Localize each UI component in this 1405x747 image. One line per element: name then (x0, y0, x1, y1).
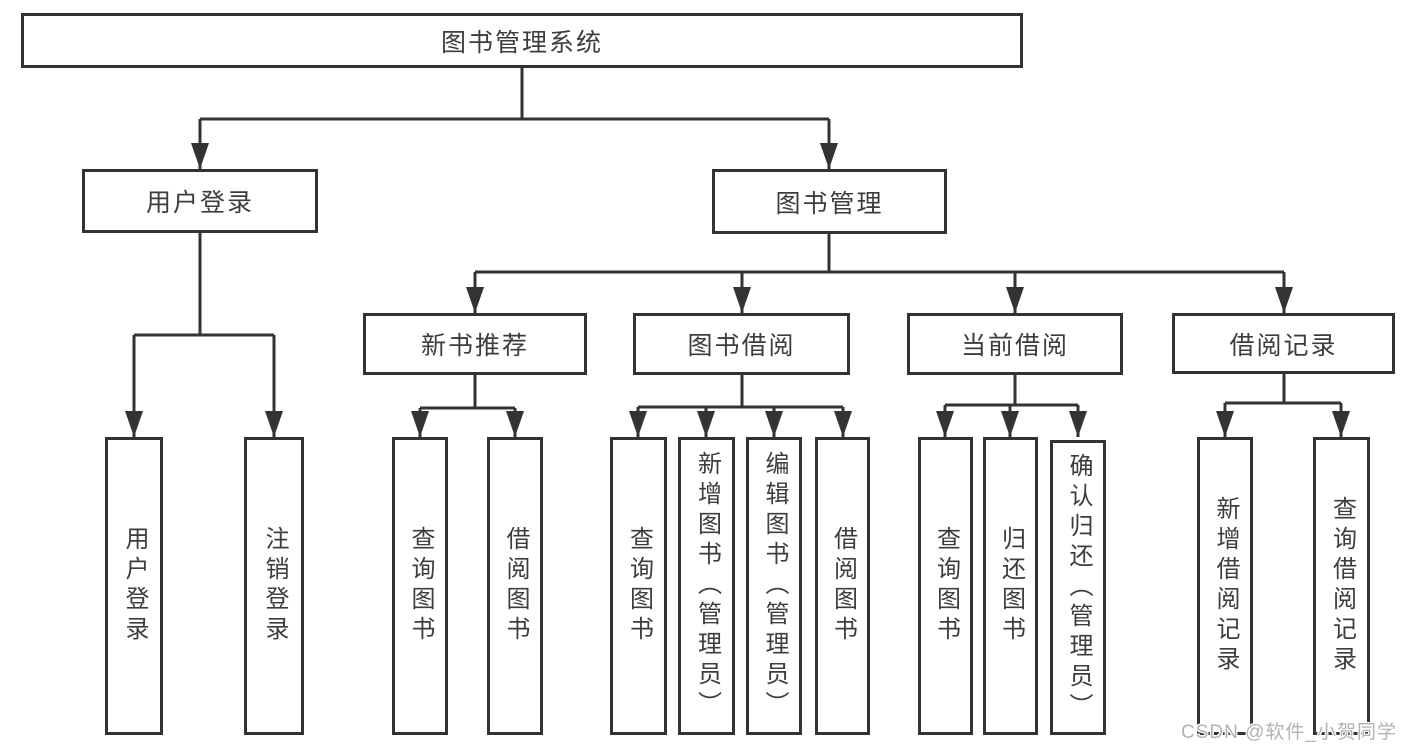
node-label: 归还图书 (997, 526, 1025, 646)
arrow-down-icon (629, 411, 647, 437)
node-label: 图书管理系统 (440, 28, 603, 57)
node-current-borrow: 当前借阅 (907, 313, 1123, 375)
leaf-add-book-admin: 新增图书（管理员） (678, 437, 735, 735)
node-label: 新书推荐 (420, 332, 529, 360)
arrow-down-icon (936, 411, 954, 437)
node-label: 图书借阅 (687, 332, 796, 360)
node-label: 查询图书 (625, 526, 653, 646)
node-label: 新增图书（管理员） (693, 451, 721, 721)
node-borrow-records: 借阅记录 (1172, 313, 1395, 374)
arrow-down-icon (466, 287, 484, 313)
node-label: 确认归还（管理员） (1065, 452, 1092, 723)
watermark: CSDN @软件_小贺同学 (1181, 722, 1397, 743)
arrow-down-icon (1332, 411, 1350, 437)
arrow-down-icon (1069, 411, 1087, 437)
leaf-borrow-book: 借阅图书 (815, 437, 870, 735)
arrow-down-icon (125, 411, 143, 437)
arrow-down-icon (733, 287, 751, 313)
leaf-query-book-recommend: 查询图书 (392, 437, 448, 735)
arrow-down-icon (265, 411, 283, 437)
leaf-borrow-book-recommend: 借阅图书 (487, 437, 543, 735)
node-label: 编辑图书（管理员） (761, 451, 788, 721)
node-label: 当前借阅 (960, 332, 1069, 360)
arrow-down-icon (820, 143, 838, 169)
arrow-down-icon (697, 411, 715, 437)
node-label: 查询图书 (932, 526, 960, 646)
node-label: 用户登录 (145, 189, 254, 217)
node-library-system: 图书管理系统 (21, 13, 1023, 68)
leaf-query-book-borrow: 查询图书 (610, 437, 667, 735)
node-label: 用户登录 (121, 526, 148, 646)
leaf-add-borrow-record: 新增借阅记录 (1197, 437, 1253, 735)
arrow-down-icon (765, 411, 783, 437)
connector-path (132, 68, 1343, 437)
arrow-down-icon (834, 411, 852, 437)
leaf-edit-book-admin: 编辑图书（管理员） (746, 437, 802, 735)
arrow-down-icon (1001, 411, 1019, 437)
arrow-down-icon (411, 411, 429, 437)
leaf-user-login: 用户登录 (105, 437, 163, 735)
leaf-return-book: 归还图书 (983, 437, 1038, 735)
leaf-confirm-return-admin: 确认归还（管理员） (1050, 440, 1106, 735)
arrow-down-icon (1216, 411, 1234, 437)
node-label: 借阅记录 (1229, 331, 1338, 360)
leaf-query-borrow-record: 查询借阅记录 (1313, 437, 1370, 735)
node-label: 注销登录 (261, 526, 288, 646)
node-label: 图书管理 (775, 189, 884, 218)
node-label: 借阅图书 (502, 526, 529, 646)
node-label: 借阅图书 (829, 526, 857, 646)
node-label: 查询图书 (407, 526, 434, 646)
node-user-login: 用户登录 (82, 169, 318, 233)
leaf-logout: 注销登录 (244, 437, 304, 735)
node-book-management: 图书管理 (712, 169, 947, 234)
node-label: 新增借阅记录 (1212, 496, 1239, 676)
node-label: 查询借阅记录 (1328, 496, 1356, 676)
node-book-borrow: 图书借阅 (633, 313, 850, 375)
arrow-down-icon (506, 411, 524, 437)
arrow-down-icon (191, 143, 209, 169)
node-new-book-recommend: 新书推荐 (363, 313, 587, 375)
leaf-query-book-current: 查询图书 (918, 437, 973, 735)
arrow-down-icon (1006, 287, 1024, 313)
arrow-down-icon (1275, 287, 1293, 313)
